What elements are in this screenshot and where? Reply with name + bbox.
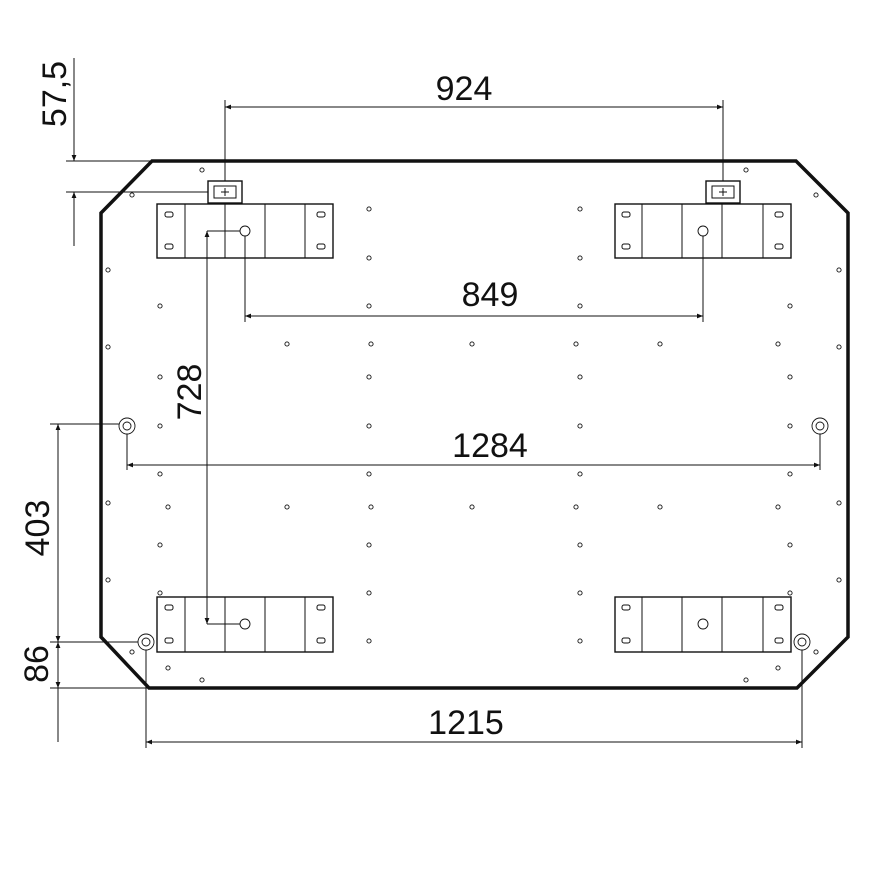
- ringed-hole-right: [811, 417, 829, 435]
- dim-base-width: 1215: [428, 704, 504, 742]
- small-hole: [165, 504, 171, 510]
- dim-bottom-offset: 86: [18, 645, 56, 683]
- small-hole: [157, 303, 163, 309]
- dim-top-width: 924: [436, 70, 493, 108]
- small-hole: [284, 341, 290, 347]
- small-hole: [813, 192, 819, 198]
- small-hole: [284, 504, 290, 510]
- small-hole: [157, 423, 163, 429]
- extension-lines: [50, 100, 821, 748]
- small-hole: [577, 303, 583, 309]
- small-hole: [577, 374, 583, 380]
- small-hole: [787, 423, 793, 429]
- small-hole: [366, 206, 372, 212]
- small-hole: [743, 167, 749, 173]
- foot-bottom-left: [156, 596, 334, 653]
- small-hole: [573, 504, 579, 510]
- small-hole: [813, 649, 819, 655]
- small-hole: [157, 374, 163, 380]
- foot-top-right: [614, 180, 792, 259]
- small-hole: [657, 504, 663, 510]
- small-hole: [157, 542, 163, 548]
- small-hole: [743, 677, 749, 683]
- small-hole: [573, 341, 579, 347]
- small-hole: [775, 665, 781, 671]
- small-hole: [787, 542, 793, 548]
- small-hole: [366, 471, 372, 477]
- foot-bottom-right: [614, 596, 792, 653]
- small-hole: [366, 374, 372, 380]
- small-hole: [165, 665, 171, 671]
- small-hole: [775, 341, 781, 347]
- small-hole: [469, 504, 475, 510]
- small-hole: [577, 471, 583, 477]
- small-hole: [199, 167, 205, 173]
- small-holes: [105, 167, 842, 683]
- ringed-hole-bottom-right: [793, 633, 811, 651]
- base-plate-outline: [99, 159, 850, 690]
- small-hole: [366, 255, 372, 261]
- small-hole: [787, 590, 793, 596]
- dim-inner-width: 849: [462, 276, 519, 314]
- dim-lower-offset: 403: [19, 500, 57, 557]
- small-hole: [199, 677, 205, 683]
- small-hole: [105, 344, 111, 350]
- small-hole: [836, 344, 842, 350]
- dim-vertical-span: 728: [171, 364, 209, 421]
- small-hole: [836, 577, 842, 583]
- small-hole: [129, 649, 135, 655]
- small-hole: [105, 577, 111, 583]
- small-hole: [157, 590, 163, 596]
- small-hole: [577, 590, 583, 596]
- dimension-lines: [55, 58, 820, 745]
- small-hole: [836, 267, 842, 273]
- small-hole: [787, 303, 793, 309]
- small-hole: [577, 255, 583, 261]
- small-hole: [577, 638, 583, 644]
- small-hole: [469, 341, 475, 347]
- ringed-hole-left: [118, 417, 136, 435]
- small-hole: [787, 374, 793, 380]
- small-hole: [157, 471, 163, 477]
- small-hole: [836, 500, 842, 506]
- small-hole: [366, 423, 372, 429]
- ringed-hole-bottom-left: [137, 633, 155, 651]
- small-hole: [105, 267, 111, 273]
- small-hole: [787, 471, 793, 477]
- small-hole: [129, 192, 135, 198]
- small-hole: [577, 423, 583, 429]
- small-hole: [775, 504, 781, 510]
- small-hole: [366, 303, 372, 309]
- small-hole: [657, 341, 663, 347]
- small-hole: [366, 590, 372, 596]
- small-hole: [366, 542, 372, 548]
- small-hole: [366, 638, 372, 644]
- small-hole: [577, 206, 583, 212]
- small-hole: [368, 504, 374, 510]
- small-hole: [105, 500, 111, 506]
- dim-top-offset: 57,5: [36, 61, 74, 127]
- small-hole: [368, 341, 374, 347]
- small-hole: [577, 542, 583, 548]
- dim-overall-width: 1284: [452, 427, 528, 465]
